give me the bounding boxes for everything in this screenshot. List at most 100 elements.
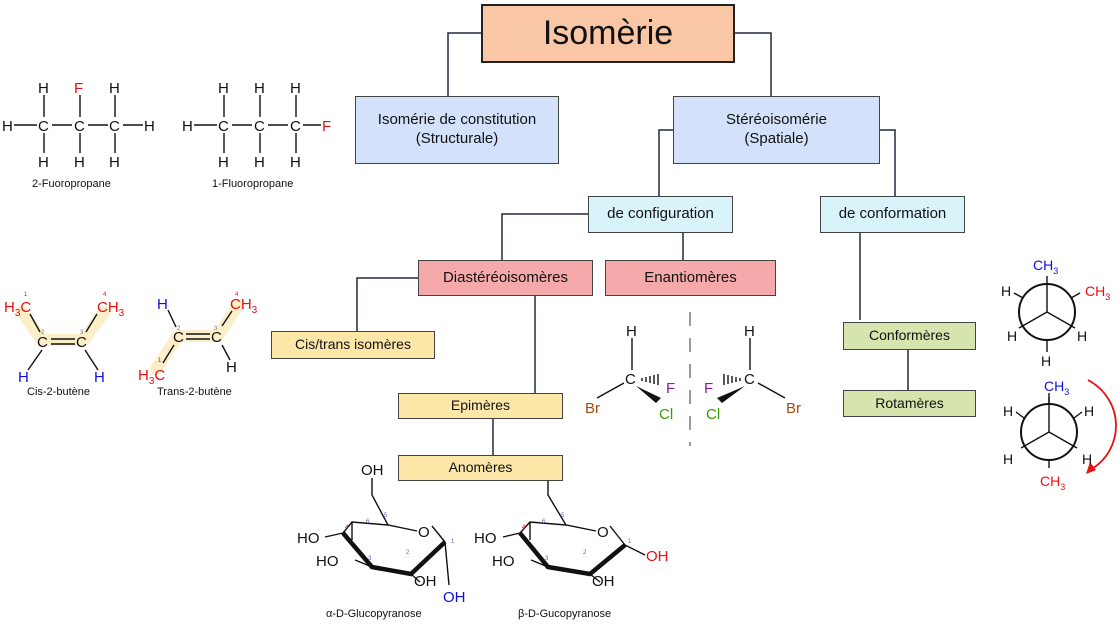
node-conformation: de conformation [820,196,965,233]
molecule-cis-2-butene [16,306,110,371]
node-anomeres: Anomères [398,455,563,481]
svg-text:CH3: CH3 [230,296,258,316]
svg-text:1: 1 [451,539,455,545]
svg-text:H: H [94,369,105,386]
svg-text:CH3: CH3 [1033,257,1058,276]
svg-text:H: H [1007,328,1017,344]
svg-text:HO: HO [316,553,339,570]
labels-newman-bottom: CH3 H H H H CH3 [1003,378,1094,492]
svg-text:O: O [597,524,609,541]
svg-text:C: C [173,329,184,346]
svg-text:6: 6 [542,519,546,525]
svg-text:C: C [254,118,265,135]
svg-text:H: H [254,154,265,171]
svg-text:H: H [290,154,301,171]
svg-text:H: H [18,369,29,386]
node-diastereoisomeres: Diastéréoisomères [418,260,593,296]
svg-text:H: H [157,296,168,313]
svg-text:OH: OH [646,548,669,565]
svg-text:HO: HO [474,530,497,547]
svg-text:C: C [109,118,120,135]
labels-2-fluoropropane: H C C C H H F H H H H [2,80,155,171]
svg-text:Br: Br [786,400,801,417]
node-stereoisomerie: Stéréoisomérie (Spatiale) [673,96,880,164]
rotation-arrow-icon [1087,379,1117,471]
svg-text:H: H [74,154,85,171]
svg-text:H: H [38,80,49,97]
labels-enantiomer-right: H C F Br Cl [704,323,801,423]
svg-text:F: F [704,380,713,397]
labels-cis-butene: H3C CH3 C C H H 1 2 3 4 [4,292,125,386]
svg-text:2: 2 [41,330,45,336]
node-isomerie-title: Isomèrie [481,4,735,63]
svg-text:C: C [37,334,48,351]
caption-1-fluoropropane: 1-Fluoropropane [212,178,294,190]
svg-text:H: H [144,118,155,135]
svg-text:1: 1 [24,292,28,298]
svg-text:H: H [182,118,193,135]
node-cis-trans: Cis/trans isomères [271,331,435,359]
node-rotameres: Rotamères [843,390,976,417]
molecule-enantiomer-left [596,338,661,403]
svg-text:Cl: Cl [706,406,720,423]
svg-text:H: H [2,118,13,135]
labels-newman-top: CH3 CH3 H H H H [1001,257,1110,369]
svg-text:H3C: H3C [4,299,31,319]
labels-1-fluoropropane: H C C C F H H H H H H [182,80,331,171]
svg-text:HO: HO [492,553,515,570]
svg-text:CH3: CH3 [1040,473,1065,492]
svg-text:H: H [1003,451,1013,467]
svg-text:C: C [38,118,49,135]
svg-text:H: H [218,154,229,171]
labels-beta-glucose: OH HO HO O OH OH 6 4 5 3 2 1 [474,462,669,590]
svg-text:2: 2 [583,550,587,556]
molecule-1-fluoropropane [194,95,321,153]
svg-text:H: H [1041,353,1051,369]
svg-text:H: H [109,154,120,171]
svg-text:1: 1 [158,358,162,364]
svg-text:F: F [666,380,675,397]
svg-text:3: 3 [214,326,218,332]
newman-projection-rotated [1015,379,1117,474]
labels-alpha-glucose: OH HO HO O OH OH 6 4 5 3 2 1 [297,462,466,606]
molecule-enantiomer-right [717,338,786,403]
svg-text:OH: OH [361,462,384,479]
svg-text:H: H [218,80,229,97]
svg-text:4: 4 [345,525,349,531]
svg-text:Cl: Cl [659,406,673,423]
svg-text:C: C [218,118,229,135]
svg-text:O: O [418,524,430,541]
molecule-trans-2-butene [150,299,244,375]
svg-text:3: 3 [80,330,84,336]
svg-text:H: H [109,80,120,97]
svg-text:H: H [1077,328,1087,344]
tree-connectors [356,32,909,455]
svg-text:C: C [625,371,636,388]
svg-text:3: 3 [545,556,549,562]
svg-text:H3C: H3C [138,367,165,387]
labels-enantiomer-left: H C F Br Cl [585,323,675,423]
svg-text:OH: OH [592,573,615,590]
svg-text:OH: OH [443,589,466,606]
svg-text:H: H [38,154,49,171]
svg-text:CH3: CH3 [1044,378,1069,397]
svg-text:CH3: CH3 [1085,283,1110,302]
caption-2-fluoropropane: 2-Fuoropropane [32,178,111,190]
caption-beta-glucopyranose: β-D-Gucopyranose [518,608,612,620]
caption-alpha-glucopyranose: α-D-Glucopyranose [326,608,422,620]
svg-text:OH: OH [414,573,437,590]
svg-text:H: H [1003,403,1013,419]
newman-projection-staggered [1013,276,1081,352]
svg-text:C: C [744,371,755,388]
svg-text:3: 3 [368,556,372,562]
caption-trans-2-butene: Trans-2-butène [157,386,232,398]
molecule-2-fluoropropane [14,95,143,153]
node-configuration: de configuration [588,196,733,233]
molecule-alpha-glucopyranose [324,478,450,586]
molecule-beta-glucopyranose [502,478,646,583]
svg-text:2: 2 [406,550,410,556]
labels-trans-butene: H CH3 C C H3C H 4 2 3 1 [138,292,258,387]
svg-text:F: F [322,118,331,135]
